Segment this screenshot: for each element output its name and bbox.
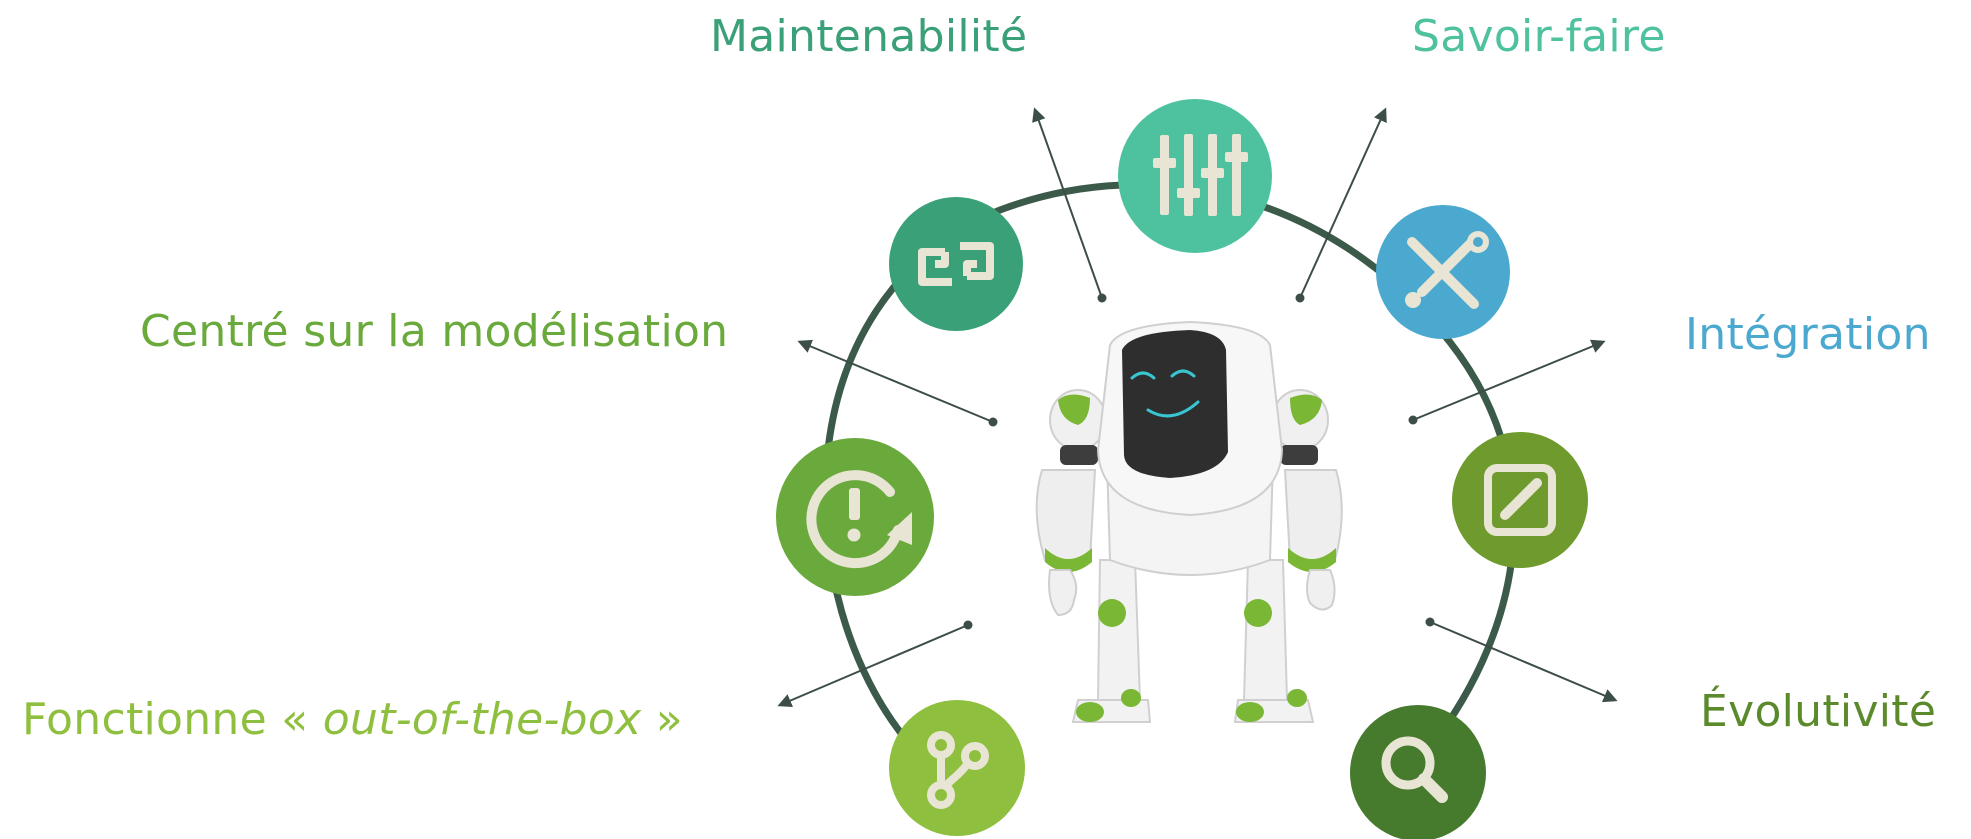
label-fonctionne: Fonctionne « out-of-the-box » bbox=[22, 698, 683, 742]
refresh-alert-icon bbox=[776, 438, 934, 596]
label-maintenabilite: Maintenabilité bbox=[710, 11, 1028, 62]
robot-illustration bbox=[1035, 320, 1343, 723]
arrows-group bbox=[777, 107, 1618, 708]
arrow-evolutivite bbox=[1425, 617, 1618, 703]
arrow-centre-modelisation bbox=[797, 339, 998, 427]
arrow-savoir-faire bbox=[1295, 107, 1387, 303]
edit-icon bbox=[1452, 432, 1588, 568]
label-fonctionne-suffix: » bbox=[641, 694, 683, 745]
label-centre-modelisation: Centré sur la modélisation bbox=[140, 306, 729, 357]
link-icon bbox=[889, 197, 1023, 331]
search-icon bbox=[1350, 705, 1486, 839]
label-fonctionne-prefix: Fonctionne « bbox=[22, 694, 323, 745]
arrow-fonctionne bbox=[777, 620, 973, 708]
arrow-integration bbox=[1408, 339, 1606, 425]
sliders-icon bbox=[1118, 99, 1272, 253]
label-evolutivite: Évolutivité bbox=[1700, 686, 1937, 737]
branch-icon bbox=[889, 700, 1025, 836]
wrench-screwdriver-icon bbox=[1376, 205, 1510, 339]
label-savoir-faire: Savoir-faire bbox=[1412, 11, 1666, 62]
label-fonctionne-emphasis: out-of-the-box bbox=[322, 694, 642, 745]
arrow-maintenabilite bbox=[1032, 107, 1107, 303]
label-integration: Intégration bbox=[1685, 309, 1931, 360]
